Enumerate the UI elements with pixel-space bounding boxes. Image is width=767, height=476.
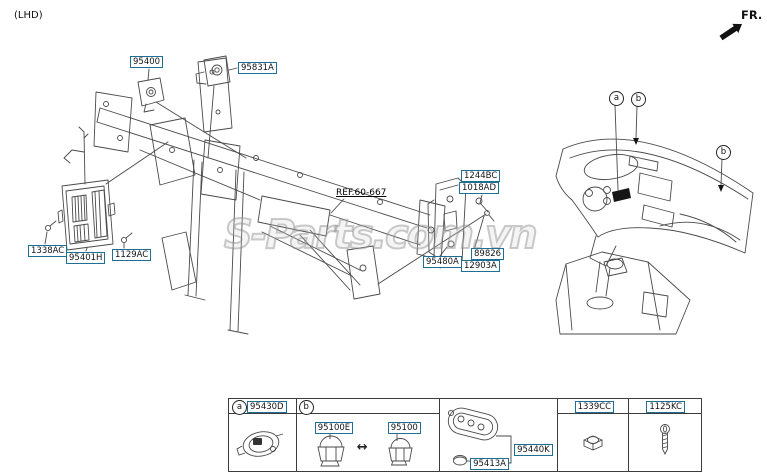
- part-callout-12903a[interactable]: 12903A: [461, 260, 500, 272]
- part-callout-95401h[interactable]: 95401H: [66, 252, 106, 264]
- cell-1339cc-header-divider: [557, 413, 629, 414]
- part-label-95100[interactable]: 95100: [387, 422, 421, 434]
- part-label-95430d[interactable]: 95430D: [247, 401, 287, 413]
- transmitter-icon: [236, 431, 284, 457]
- table-marker-b: b: [298, 400, 314, 415]
- part-callout-95400[interactable]: 95400: [130, 56, 164, 68]
- table-cell-a: a 95430D: [229, 399, 297, 471]
- table-cell-1125kc: 1125KC: [629, 399, 701, 471]
- dash-marker-b-top: b: [631, 92, 646, 107]
- sensor-95400-drawing: [137, 68, 247, 159]
- key-fob-icon: [448, 407, 512, 466]
- part-label-95440k[interactable]: 95440K: [514, 444, 553, 456]
- screw-icon: [660, 424, 671, 456]
- swap-arrow-icon: ↔: [356, 440, 368, 455]
- marker-leader-lines: [614, 104, 724, 192]
- part-label-1125kc[interactable]: 1125KC: [646, 401, 685, 413]
- part-callout-1338ac[interactable]: 1338AC: [28, 245, 68, 257]
- table-cell-b: b 95100E 95100 ↔: [296, 399, 441, 471]
- dash-marker-b-right: b: [716, 145, 731, 160]
- console-drawing: [555, 251, 691, 335]
- fr-arrow-icon: [719, 23, 742, 41]
- table-cell-1339cc: 1339CC: [557, 399, 630, 471]
- nut-icon: [583, 435, 603, 451]
- ref-leader-line: [330, 198, 345, 214]
- cap-parts-icon: [317, 433, 413, 467]
- cell-1125kc-header-divider: [629, 413, 701, 414]
- part-label-1339cc[interactable]: 1339CC: [574, 401, 615, 413]
- dash-marker-a: a: [609, 91, 624, 106]
- part-callout-95480a[interactable]: 95480A: [423, 256, 462, 268]
- table-cell-smart-key: 95440K 95413A: [440, 399, 558, 471]
- part-callout-1018ad[interactable]: 1018AD: [459, 182, 499, 194]
- ref-callout[interactable]: REF.60-667: [336, 188, 387, 198]
- part-label-95100e[interactable]: 95100E: [314, 422, 354, 434]
- ecu-module-drawing: [44, 126, 169, 252]
- variant-label: (LHD): [14, 10, 43, 21]
- part-callout-1129ac[interactable]: 1129AC: [112, 249, 152, 261]
- table-marker-a: a: [232, 400, 247, 415]
- parts-table: a 95430D b 95100E 95100 ↔: [228, 398, 702, 472]
- front-direction-label: FR.: [741, 8, 763, 22]
- cell-b-header-divider: [296, 413, 440, 414]
- sensor-95831a-drawing: [195, 55, 238, 159]
- part-label-95413a[interactable]: 95413A: [470, 458, 509, 470]
- cell-a-header-divider: [229, 413, 296, 414]
- part-callout-89826[interactable]: 89826: [471, 248, 505, 260]
- crossmember-assembly: [93, 57, 487, 335]
- part-callout-1244bc[interactable]: 1244BC: [461, 170, 501, 182]
- dashboard-drawing: [555, 138, 754, 297]
- part-callout-95831a[interactable]: 95831A: [238, 62, 277, 74]
